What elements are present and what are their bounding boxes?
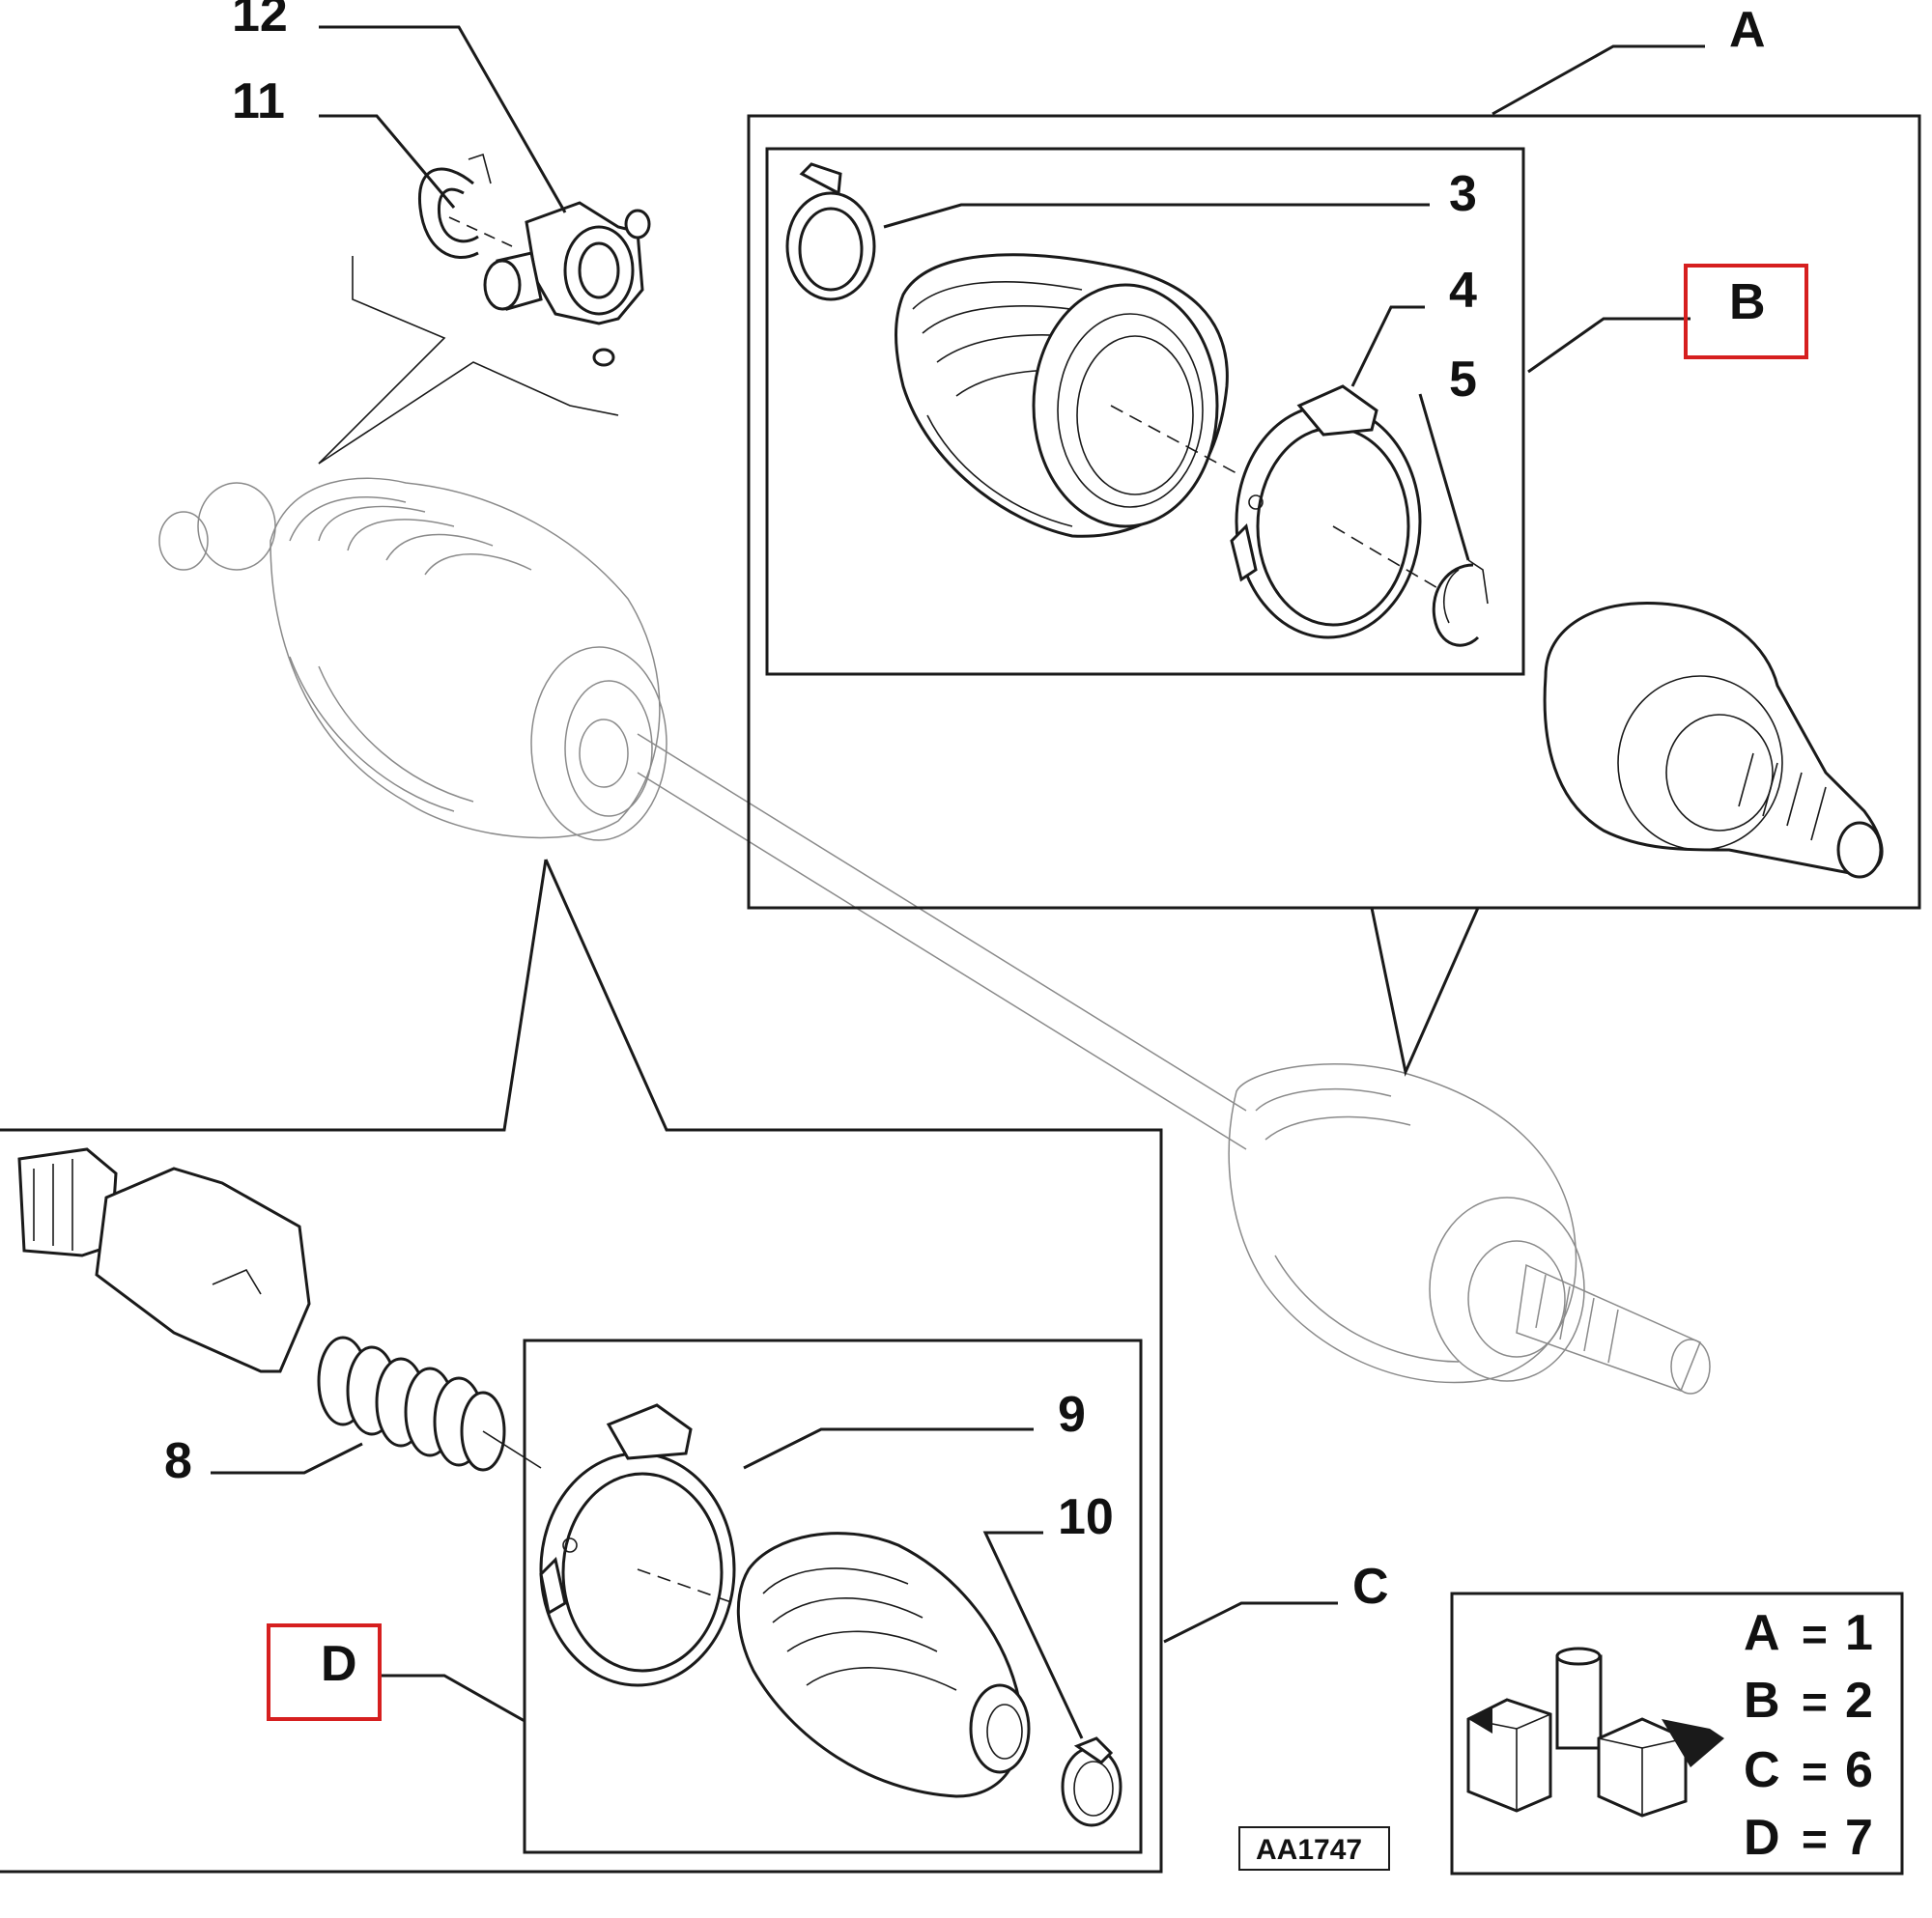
callout-a: A: [1729, 2, 1766, 58]
part-11-circlip: [417, 153, 492, 259]
callout-c: C: [1352, 1559, 1389, 1615]
callout-10: 10: [1058, 1489, 1114, 1545]
legend-eq-a: =: [1802, 1609, 1828, 1659]
outer-boot-ghost: [1228, 1062, 1711, 1395]
highlight-box-d: [267, 1623, 382, 1721]
drawing-code: AA1747: [1256, 1834, 1362, 1866]
part-8-coil: [317, 1336, 506, 1472]
inset-d-frame: [523, 1339, 1143, 1854]
legend-eq-d: =: [1802, 1814, 1828, 1864]
legend-value-a: 1: [1845, 1605, 1873, 1661]
callout-5: 5: [1449, 352, 1477, 408]
legend-row-c: C = 6: [1744, 1742, 1873, 1798]
legend-value-b: 2: [1845, 1673, 1873, 1729]
legend-eq-c: =: [1802, 1746, 1828, 1796]
part-tripod-housing: [17, 1147, 311, 1373]
background-driveshaft-assembly: [158, 256, 1711, 1395]
callout-4: 4: [1449, 263, 1477, 319]
legend-value-d: 7: [1845, 1810, 1873, 1866]
inset-b-frame: [765, 147, 1525, 676]
part-4-boot-clamp-large: [1230, 384, 1422, 639]
fiat-parts-box-icon: [1466, 1647, 1724, 1818]
part-3-boot: [895, 253, 1229, 538]
detail-frame-c: [0, 859, 1163, 1874]
highlight-box-b: [1684, 264, 1808, 359]
part-10-boot: [736, 1532, 1031, 1798]
callout-3: 3: [1449, 166, 1477, 222]
legend-row-d: D = 7: [1744, 1810, 1873, 1866]
part-5-snap-ring: [1432, 559, 1489, 647]
callout-9: 9: [1058, 1387, 1086, 1443]
part-9-clamp: [539, 1403, 736, 1687]
cv-joint-outer: [1543, 601, 1884, 879]
quantity-legend: A = 1 B = 2 C = 6 D = 7: [1450, 1592, 1904, 1876]
part-3-boot-clamp-small: [785, 162, 876, 301]
callout-11: 11: [232, 73, 285, 129]
callout-8: 8: [164, 1433, 192, 1489]
legend-key-b: B: [1744, 1673, 1780, 1729]
legend-row-a: A = 1: [1744, 1605, 1873, 1661]
assembly-guide-lines: [318, 256, 619, 465]
legend-key-a: A: [1744, 1605, 1780, 1661]
part-10-clamp-small: [1061, 1736, 1122, 1827]
shaft-ghost: [637, 733, 1247, 1150]
legend-value-c: 6: [1845, 1742, 1873, 1798]
legend-key-d: D: [1744, 1810, 1780, 1866]
part-12-tripod-joint: [483, 201, 651, 367]
legend-row-b: B = 2: [1744, 1673, 1873, 1729]
callout-d: D: [321, 1636, 357, 1692]
drawing-code-tag: AA1747: [1238, 1826, 1390, 1871]
legend-eq-b: =: [1802, 1677, 1828, 1727]
legend-key-c: C: [1744, 1742, 1780, 1798]
callout-labels: 12 11 A 3 4 5 B 8 9 10 C D: [164, 0, 1766, 1692]
callout-b: B: [1729, 274, 1766, 330]
leader-lines: [211, 25, 1705, 1739]
callout-12: 12: [232, 0, 288, 42]
inner-boot-ghost: [158, 477, 668, 841]
detail-frame-a: [747, 114, 1921, 1077]
